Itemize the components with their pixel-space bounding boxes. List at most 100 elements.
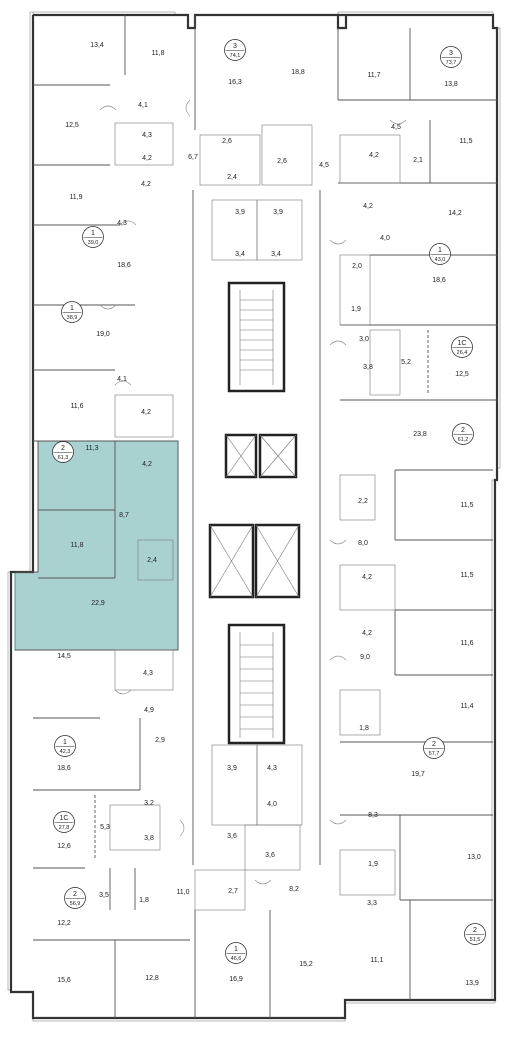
room-area-label: 12,6	[57, 843, 71, 850]
apartment-badge[interactable]: 139,0	[82, 226, 104, 248]
room-area-label: 13,0	[467, 854, 481, 861]
apartment-total-area: 61,3	[58, 455, 69, 461]
apartment-total-area: 42,3	[60, 749, 71, 755]
room-area-label: 3,3	[367, 900, 377, 907]
apartment-total-area: 27,8	[59, 825, 70, 831]
apartment-total-area: 61,2	[458, 437, 469, 443]
apartment-badge[interactable]: 373,7	[440, 46, 462, 68]
room-area-label: 2,7	[228, 888, 238, 895]
room-area-label: 15,6	[57, 977, 71, 984]
room-area-label: 4,2	[141, 181, 151, 188]
apartment-badge-circle	[224, 39, 246, 61]
room-area-label: 11,7	[367, 72, 380, 79]
room-area-label: 13,9	[465, 980, 479, 987]
room-area-label: 18,6	[117, 262, 131, 269]
apartment-total-area: 39,0	[88, 240, 99, 246]
apartment-badge-circle	[64, 887, 86, 909]
room-area-label: 14,2	[448, 210, 462, 217]
room-area-label: 15,2	[299, 961, 313, 968]
apartment-total-area: 57,7	[429, 751, 440, 757]
room-area-label: 9,0	[360, 654, 370, 661]
room-area-label: 22,9	[91, 600, 105, 607]
selected-apartment-highlight[interactable]	[14, 440, 179, 651]
apartment-room-count: 2	[73, 891, 77, 898]
apartment-badge-circle	[53, 811, 75, 833]
apartment-room-count: 1	[70, 305, 74, 312]
stair-core-north	[227, 281, 286, 393]
room-area-label: 2,6	[277, 158, 287, 165]
room-area-label: 3,6	[265, 852, 275, 859]
room-area-label: 4,3	[142, 132, 152, 139]
room-area-label: 2,4	[227, 174, 237, 181]
apartment-badge-circle	[451, 336, 473, 358]
apartment-total-area: 43,0	[435, 257, 446, 263]
central-corridor	[192, 190, 321, 865]
apartment-room-count: 2	[473, 927, 477, 934]
room-area-label: 11,1	[370, 957, 383, 964]
room-area-label: 11,8	[70, 542, 83, 549]
room-area-label: 2,9	[155, 737, 165, 744]
room-area-label: 4,2	[362, 630, 372, 637]
room-area-label: 3,9	[227, 765, 237, 772]
apartment-badge[interactable]: 1С 27,8	[53, 811, 75, 833]
apartment-room-count: 2	[461, 427, 465, 434]
apartment-total-area: 56,9	[70, 901, 81, 907]
room-area-label: 11,6	[70, 403, 83, 410]
room-area-label: 5,2	[401, 359, 411, 366]
apartment-badge[interactable]: 146,6	[225, 942, 247, 964]
apartment-badge-circle	[225, 942, 247, 964]
room-area-label: 6,7	[188, 154, 198, 161]
apartment-room-count: 1С	[60, 815, 69, 822]
room-area-label: 3,9	[235, 209, 245, 216]
room-area-label: 3,8	[363, 364, 373, 371]
apartment-badge[interactable]: 138,9	[61, 301, 83, 323]
room-area-label: 3,4	[271, 251, 281, 258]
room-area-label: 14,5	[57, 653, 71, 660]
apartment-room-count: 1	[438, 247, 442, 254]
apartment-room-count: 1	[91, 230, 95, 237]
apartment-badge[interactable]: 142,3	[54, 735, 76, 757]
room-area-label: 16,3	[228, 79, 242, 86]
room-area-label: 11,8	[151, 50, 164, 57]
apartment-badge-circle	[52, 441, 74, 463]
apartment-room-count: 1С	[458, 340, 467, 347]
apartment-badge[interactable]: 256,9	[64, 887, 86, 909]
room-area-label: 23,8	[413, 431, 427, 438]
apartment-total-area: 73,7	[446, 60, 457, 66]
room-area-label: 13,4	[90, 42, 104, 49]
room-area-label: 16,9	[229, 976, 243, 983]
room-area-label: 2,2	[358, 498, 368, 505]
apartment-room-count: 1	[234, 946, 238, 953]
elevator-shafts	[208, 433, 301, 599]
apartment-badge[interactable]: 257,7	[423, 737, 445, 759]
apartment-total-area: 46,6	[231, 956, 242, 962]
room-area-label: 4,2	[142, 461, 152, 468]
apartment-total-area: 38,9	[67, 315, 78, 321]
apartment-badge[interactable]: 143,0	[429, 243, 451, 265]
room-area-label: 8,7	[119, 512, 129, 519]
apartment-room-count: 1	[63, 739, 67, 746]
apartment-badge[interactable]: 251,5	[464, 923, 486, 945]
stair-core-south	[227, 623, 286, 745]
room-area-label: 19,0	[96, 331, 110, 338]
room-area-label: 11,4	[460, 703, 473, 710]
apartment-badge[interactable]: 261,3	[52, 441, 74, 463]
partition-walls	[15, 15, 497, 1018]
apartment-badge-circle	[54, 735, 76, 757]
room-area-label: 12,2	[57, 920, 71, 927]
room-area-label: 3,6	[227, 833, 237, 840]
apartment-badge[interactable]: 374,1	[224, 39, 246, 61]
room-area-label: 5,3	[100, 824, 110, 831]
room-area-label: 4,2	[369, 152, 379, 159]
room-area-label: 4,0	[267, 801, 277, 808]
room-area-label: 4,1	[117, 376, 127, 383]
room-area-label: 4,1	[138, 102, 148, 109]
room-area-label: 3,2	[144, 800, 154, 807]
apartment-badge[interactable]: 261,2	[452, 423, 474, 445]
apartment-total-area: 51,5	[470, 937, 481, 943]
room-area-label: 4,5	[391, 124, 401, 131]
room-area-label: 11,5	[459, 138, 472, 145]
apartment-badge-circle	[429, 243, 451, 265]
